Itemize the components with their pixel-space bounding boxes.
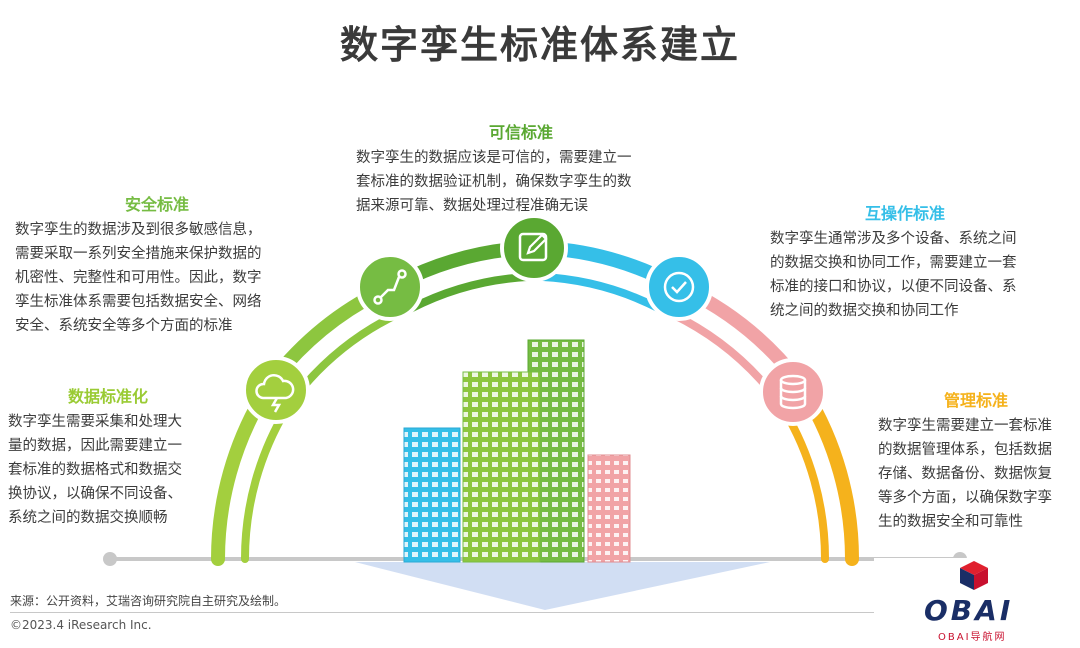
reflection xyxy=(355,562,770,610)
heading-security: 安全标准 xyxy=(125,195,190,214)
logo-cube-icon xyxy=(960,561,988,590)
heading-interop: 互操作标准 xyxy=(865,204,946,223)
building-blue xyxy=(404,428,460,562)
text-security: 数字孪生的数据涉及到很多敏感信息， 需要采取一系列安全措施来保护数据的 机密性、… xyxy=(15,222,262,334)
footer-divider xyxy=(10,612,1066,613)
source-note: 来源：公开资料，艾瑞咨询研究院自主研究及绘制。 xyxy=(10,594,287,608)
heading-data-standard: 数据标准化 xyxy=(68,387,149,406)
arc-inner-5 xyxy=(669,310,778,399)
heading-trusted: 可信标准 xyxy=(488,123,553,142)
building-green-front xyxy=(463,372,540,562)
section-data-standard: 数据标准化 数字孪生需要采集和处理大 量的数据，因此需要建立一 套标准的数据格式… xyxy=(8,383,213,530)
edit-icon xyxy=(500,214,568,282)
page-title: 数字孪生标准体系建立 xyxy=(339,23,740,67)
logo: OBAI OBAI导航网 xyxy=(874,558,1080,648)
arc-inner-4 xyxy=(537,272,664,313)
text-trusted: 数字孪生的数据应该是可信的，需要建立一 套标准的数据验证机制，确保数字孪生的数 … xyxy=(356,150,632,214)
route-icon xyxy=(356,253,424,321)
section-trusted: 可信标准 数字孪生的数据应该是可信的，需要建立一 套标准的数据验证机制，确保数字… xyxy=(356,119,686,218)
text-interop: 数字孪生通常涉及多个设备、系统之间 的数据交换和协同工作，需要建立一套 标准的接… xyxy=(770,231,1017,319)
logo-text: OBAI xyxy=(924,594,1014,627)
buildings xyxy=(403,339,631,563)
database-icon xyxy=(759,358,827,426)
baseline-left-dot xyxy=(103,552,117,566)
text-mgmt: 数字孪生需要建立一套标准 的数据管理体系，包括数据 存储、数据备份、数据恢复 等… xyxy=(878,418,1052,530)
arc-inner-3 xyxy=(406,272,533,313)
logo-subtext: OBAI导航网 xyxy=(938,632,1007,643)
section-security: 安全标准 数字孪生的数据涉及到很多敏感信息， 需要采取一系列安全措施来保护数据的… xyxy=(15,191,315,338)
copyright: ©2023.4 iResearch Inc. xyxy=(10,618,152,632)
cloud-bolt-icon xyxy=(242,356,310,424)
building-pink xyxy=(588,455,630,562)
check-circle-icon xyxy=(645,253,713,321)
heading-mgmt: 管理标准 xyxy=(944,391,1009,410)
section-interop: 互操作标准 数字孪生通常涉及多个设备、系统之间 的数据交换和协同工作，需要建立一… xyxy=(770,200,1070,323)
text-data-standard: 数字孪生需要采集和处理大 量的数据，因此需要建立一 套标准的数据格式和数据交 换… xyxy=(8,414,182,526)
section-mgmt: 管理标准 数字孪生需要建立一套标准 的数据管理体系，包括数据 存储、数据备份、数… xyxy=(878,387,1078,534)
